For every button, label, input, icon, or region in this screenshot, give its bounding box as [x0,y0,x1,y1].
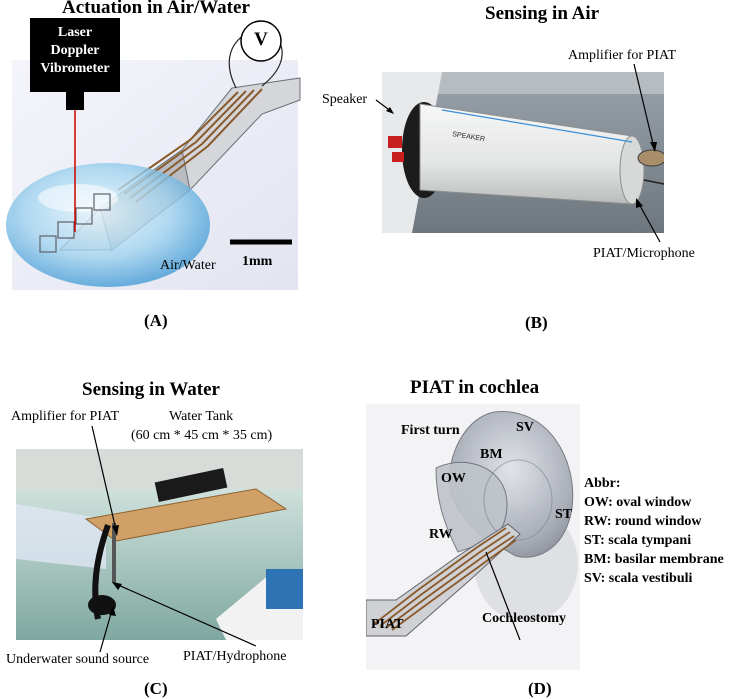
amplifier-arrow-b [633,63,657,152]
bm-label: BM [480,447,503,462]
abbr-title: Abbr: [584,476,621,491]
sensor-label-b: PIAT/Microphone [593,246,695,261]
sensor-label-c: PIAT/Hydrophone [183,649,287,664]
ow-label: OW [441,471,466,486]
cochlea-inner-turn [483,459,553,541]
panel-c-title: Sensing in Water [82,379,220,400]
hydrophone-rod [112,523,116,583]
voltmeter-symbol: V [254,29,268,50]
cochleostomy-label: Cochleostomy [482,611,566,626]
droplet-highlight [38,184,118,212]
abbr-ow: OW: oval window [584,495,692,510]
source-label: Underwater sound source [6,652,150,667]
probe-electrodes [373,527,517,631]
panel-b-title: Sensing in Air [485,3,600,24]
wall-background [382,72,664,94]
sensor-wire [643,179,664,185]
rw-label: RW [429,527,453,542]
cochleostomy-pointer [485,551,521,641]
abbr-bm: BM: basilar membrane [584,552,724,567]
ldv-label-line-1: Laser [57,25,93,40]
amplifier-arrow-c [91,425,119,536]
panel-d-illustration [366,404,580,670]
sensor-arrow-c [112,582,257,647]
panel-c-photo [16,449,303,640]
ldv-nozzle [66,92,84,110]
source-arrow-c [99,606,116,653]
panel-b-caption: (B) [525,313,548,332]
ldv-label-line-3: Vibrometer [40,61,110,76]
ldv-label: Laser Doppler Vibrometer [30,24,120,78]
amplifier-board [637,149,664,167]
panel-b-photo: SPEAKER [382,72,664,233]
red-clip-1 [388,136,402,148]
panel-a-caption: (A) [144,311,168,330]
st-label: ST [555,507,573,522]
medium-label: Air/Water [160,258,216,273]
tube-stripe [441,109,633,143]
underwater-speaker [88,595,116,615]
tank-label: Water Tank [169,409,234,424]
tank-frame [16,504,106,569]
scale-label: 1mm [242,254,273,269]
speaker-arrow [375,99,394,114]
panel-a-title: Actuation in Air/Water [62,0,250,18]
sensor-arrow-b [636,198,661,243]
sv-label: SV [516,420,534,435]
panel-d-caption: (D) [528,679,552,698]
abbr-sv: SV: scala vestibuli [584,571,693,586]
first-turn [435,461,508,553]
amplifier-label-c: Amplifier for PIAT [11,409,120,424]
panel-c-caption: (C) [144,679,168,698]
tank-dims-label: (60 cm * 45 cm * 35 cm) [131,428,273,443]
panel-d-title: PIAT in cochlea [410,377,540,398]
ldv-label-line-2: Doppler [50,43,100,58]
speaker-label: Speaker [322,92,368,107]
piat-label: PIAT [371,617,404,632]
amplifier-box [154,467,228,503]
abbreviation-legend: Abbr: OW: oval window RW: round window S… [584,474,724,588]
ldv-box [30,18,120,92]
blue-container [266,569,303,609]
amplifier-label-b: Amplifier for PIAT [568,48,677,63]
abbr-st: ST: scala tympani [584,533,692,548]
voltmeter-icon [240,20,282,62]
abbr-rw: RW: round window [584,514,702,529]
panel-a-illustration [6,18,301,290]
tube-opening [619,135,645,205]
actuator-cells [39,193,111,253]
first-turn-label: First turn [401,423,460,438]
red-clip-2 [392,152,404,162]
